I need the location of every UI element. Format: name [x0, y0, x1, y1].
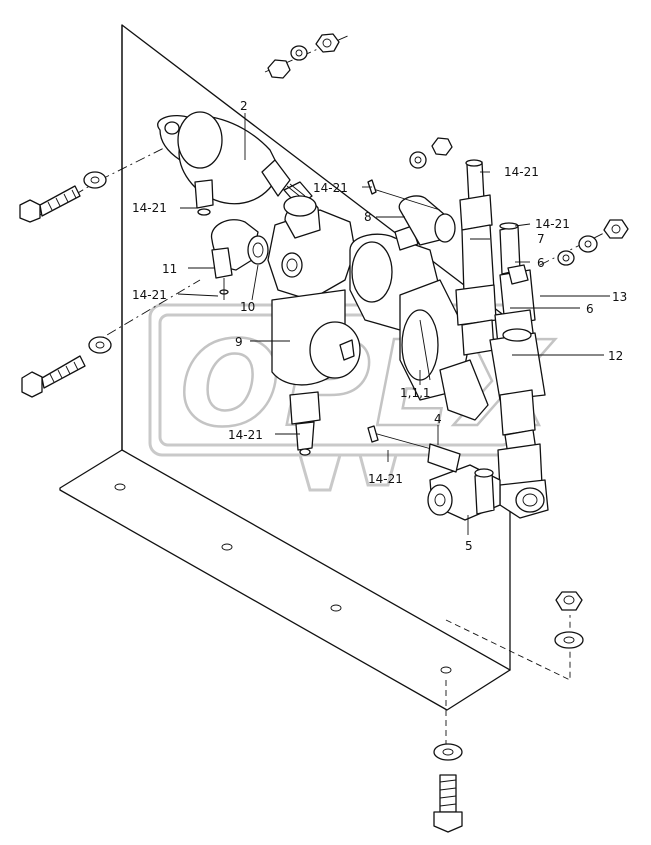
label-14-21-right: 14-21 — [535, 217, 570, 231]
mid-nut-washer-set — [409, 137, 453, 169]
label-part-13: 13 — [612, 290, 627, 304]
part-5-tee-block — [427, 464, 501, 521]
label-part-12: 12 — [608, 349, 623, 363]
label-part-7: 7 — [537, 232, 545, 246]
label-part-6-lower: 6 — [586, 302, 594, 316]
label-part-5: 5 — [465, 539, 473, 553]
top-nut-washer-set — [264, 33, 351, 79]
label-part-10: 10 — [240, 300, 255, 314]
label-14-21-mid: 14-21 — [313, 181, 348, 195]
right-nut-washer-set — [539, 219, 629, 266]
label-part-8: 8 — [364, 210, 372, 224]
label-14-21-bottom: 14-21 — [368, 472, 403, 486]
bottom-bolt — [433, 680, 463, 833]
label-part-9: 9 — [235, 335, 243, 349]
part-2-cylinder — [99, 111, 313, 216]
part-8-fitting — [367, 179, 456, 246]
part-9-valve — [267, 195, 361, 456]
part-labels: 2 14-21 14-21 14-21 14-21 14-21 14-21 14… — [132, 99, 627, 553]
part-4-fitting — [367, 425, 461, 473]
label-part-2: 2 — [240, 99, 248, 113]
part-13-fitting — [489, 264, 546, 401]
left-bolt-bottom — [21, 279, 201, 398]
label-part-11: 11 — [162, 262, 177, 276]
label-part-4: 4 — [434, 412, 442, 426]
leader-lines — [177, 113, 610, 535]
label-14-21-left-mid: 14-21 — [132, 288, 167, 302]
label-part-1-1-1: 1,1,1 — [400, 386, 431, 400]
part-1-1-1-valve-body — [349, 225, 489, 421]
left-bolt-top — [19, 171, 107, 223]
part-11-elbow-fitting — [211, 219, 269, 300]
right-bottom-nut-washer — [445, 591, 584, 681]
label-part-6-upper: 6 — [537, 256, 545, 270]
label-14-21-left-top: 14-21 — [132, 201, 167, 215]
label-14-21-right-top: 14-21 — [504, 165, 539, 179]
label-14-21-bottom-left: 14-21 — [228, 428, 263, 442]
part-7-tube-fitting — [455, 159, 521, 356]
